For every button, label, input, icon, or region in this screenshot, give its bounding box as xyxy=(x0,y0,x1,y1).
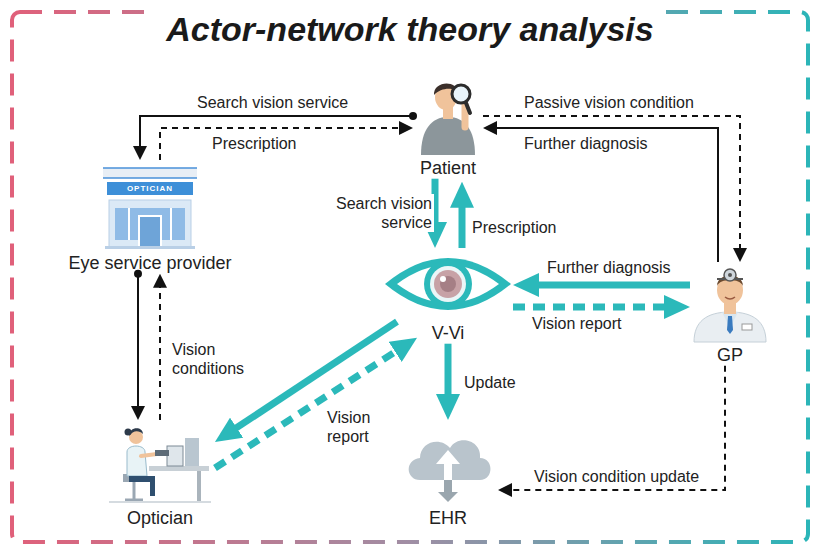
actor-name: Optician xyxy=(127,508,193,529)
cloud-figure xyxy=(409,440,491,502)
shop-figure xyxy=(103,168,197,249)
flow-label: Passive vision condition xyxy=(522,93,696,112)
flow-label: Vision conditions xyxy=(170,340,264,378)
icon-space xyxy=(398,420,498,505)
actor-node: Optician xyxy=(105,420,215,529)
icon-space xyxy=(413,75,483,155)
platform-flow-arrow xyxy=(529,282,690,289)
actor-flow-arrow xyxy=(489,128,718,262)
optician-figure xyxy=(109,428,211,502)
platform-flow-arrow xyxy=(513,304,674,311)
actor-name: EHR xyxy=(429,508,467,529)
patient-figure xyxy=(421,83,475,155)
platform-flow-arrow xyxy=(445,344,452,404)
actor-node: Eye service provider xyxy=(68,160,231,274)
frame-border xyxy=(12,12,808,542)
flow-label: Search vision service xyxy=(318,194,434,232)
actor-flow-arrow xyxy=(137,274,139,414)
actor-name: Patient xyxy=(420,158,476,179)
flow-label: Vision condition update xyxy=(532,467,701,486)
icon-space xyxy=(105,420,215,505)
actor-flow-arrow xyxy=(140,116,413,154)
flow-label: Further diagnosis xyxy=(545,258,673,277)
actor-node: EHR xyxy=(398,420,498,529)
icon-space xyxy=(690,262,770,342)
doctor-figure xyxy=(694,269,766,342)
actor-name: GP xyxy=(717,345,743,366)
flow-label: Prescription xyxy=(470,218,558,237)
flow-label: Update xyxy=(462,373,518,392)
icon-space xyxy=(95,160,205,250)
platform-flow-arrow xyxy=(459,198,466,248)
actor-flow-arrow xyxy=(504,366,725,490)
actor-node: Patient xyxy=(413,75,483,179)
flow-label: Further diagnosis xyxy=(522,134,650,153)
flow-label: Vision report xyxy=(325,408,399,446)
flow-label: Prescription xyxy=(210,134,298,153)
actor-name: V-Vi xyxy=(432,323,465,344)
actor-name: Eye service provider xyxy=(68,253,231,274)
flow-label: Search vision service xyxy=(195,93,350,112)
icon-space xyxy=(383,248,513,320)
actor-flow-arrow xyxy=(160,128,407,160)
actor-node: GP xyxy=(690,262,770,366)
diagram-title: Actor-network theory analysis xyxy=(154,10,665,49)
eye-figure xyxy=(385,258,511,310)
actor-flow-arrow xyxy=(159,280,161,420)
actor-node: V-Vi xyxy=(383,248,513,344)
flow-label: Vision report xyxy=(530,314,624,333)
sign-text: OPTICIAN xyxy=(107,182,193,195)
